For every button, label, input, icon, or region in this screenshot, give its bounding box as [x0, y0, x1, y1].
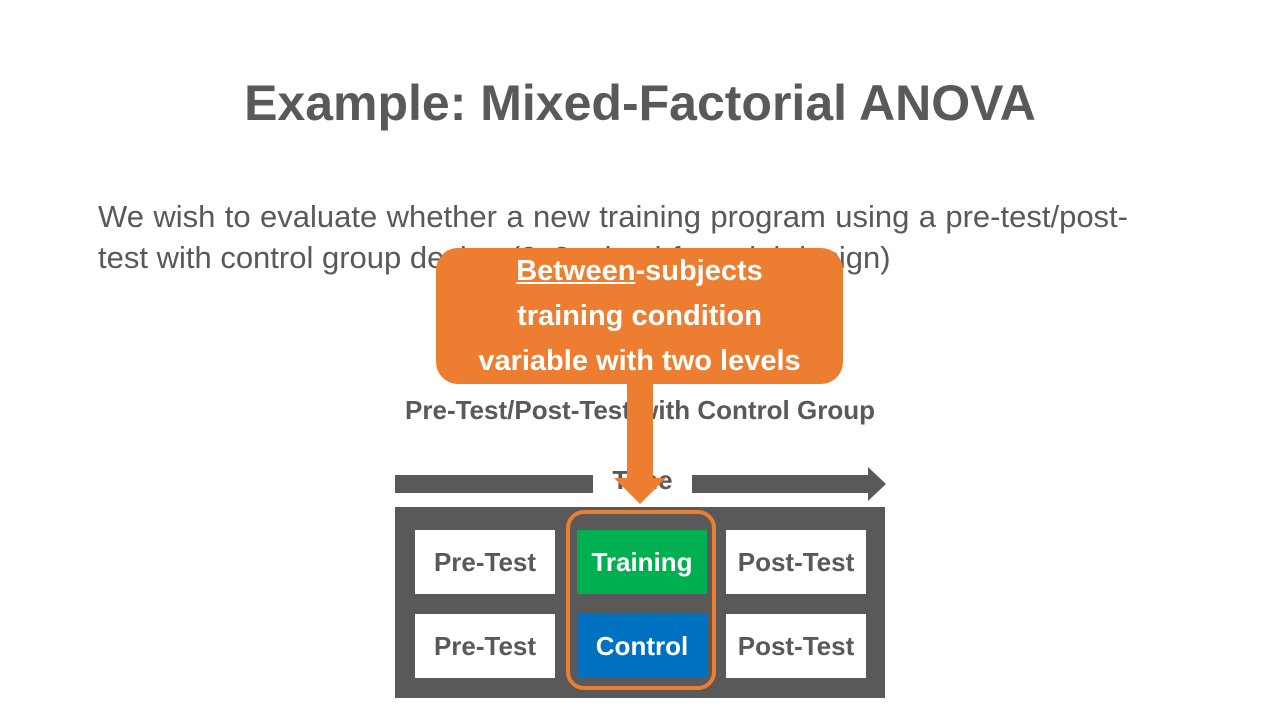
callout-line-1: Between-subjects	[516, 249, 763, 294]
row1-training-cell: Training	[577, 530, 707, 594]
callout-line-1-rest: -subjects	[635, 254, 763, 287]
condition-group-outline	[566, 510, 716, 690]
callout-pointer-arrow-icon	[614, 478, 666, 504]
between-subjects-callout: Between-subjects training condition vari…	[436, 248, 843, 384]
callout-pointer-stem	[627, 380, 653, 480]
time-arrow-head-icon	[868, 467, 886, 501]
row2-pre-test-cell: Pre-Test	[415, 614, 555, 678]
row1-post-test-cell: Post-Test	[726, 530, 866, 594]
row2-control-cell: Control	[577, 614, 707, 678]
callout-underlined-word: Between	[516, 254, 636, 287]
callout-line-2: training condition	[517, 299, 762, 332]
callout-line-3: variable with two levels	[478, 344, 801, 377]
row2-post-test-cell: Post-Test	[726, 614, 866, 678]
time-arrow-shaft-left	[395, 475, 593, 493]
row1-pre-test-cell: Pre-Test	[415, 530, 555, 594]
slide-title: Example: Mixed-Factorial ANOVA	[244, 75, 1036, 131]
time-arrow-shaft-right	[692, 475, 870, 493]
